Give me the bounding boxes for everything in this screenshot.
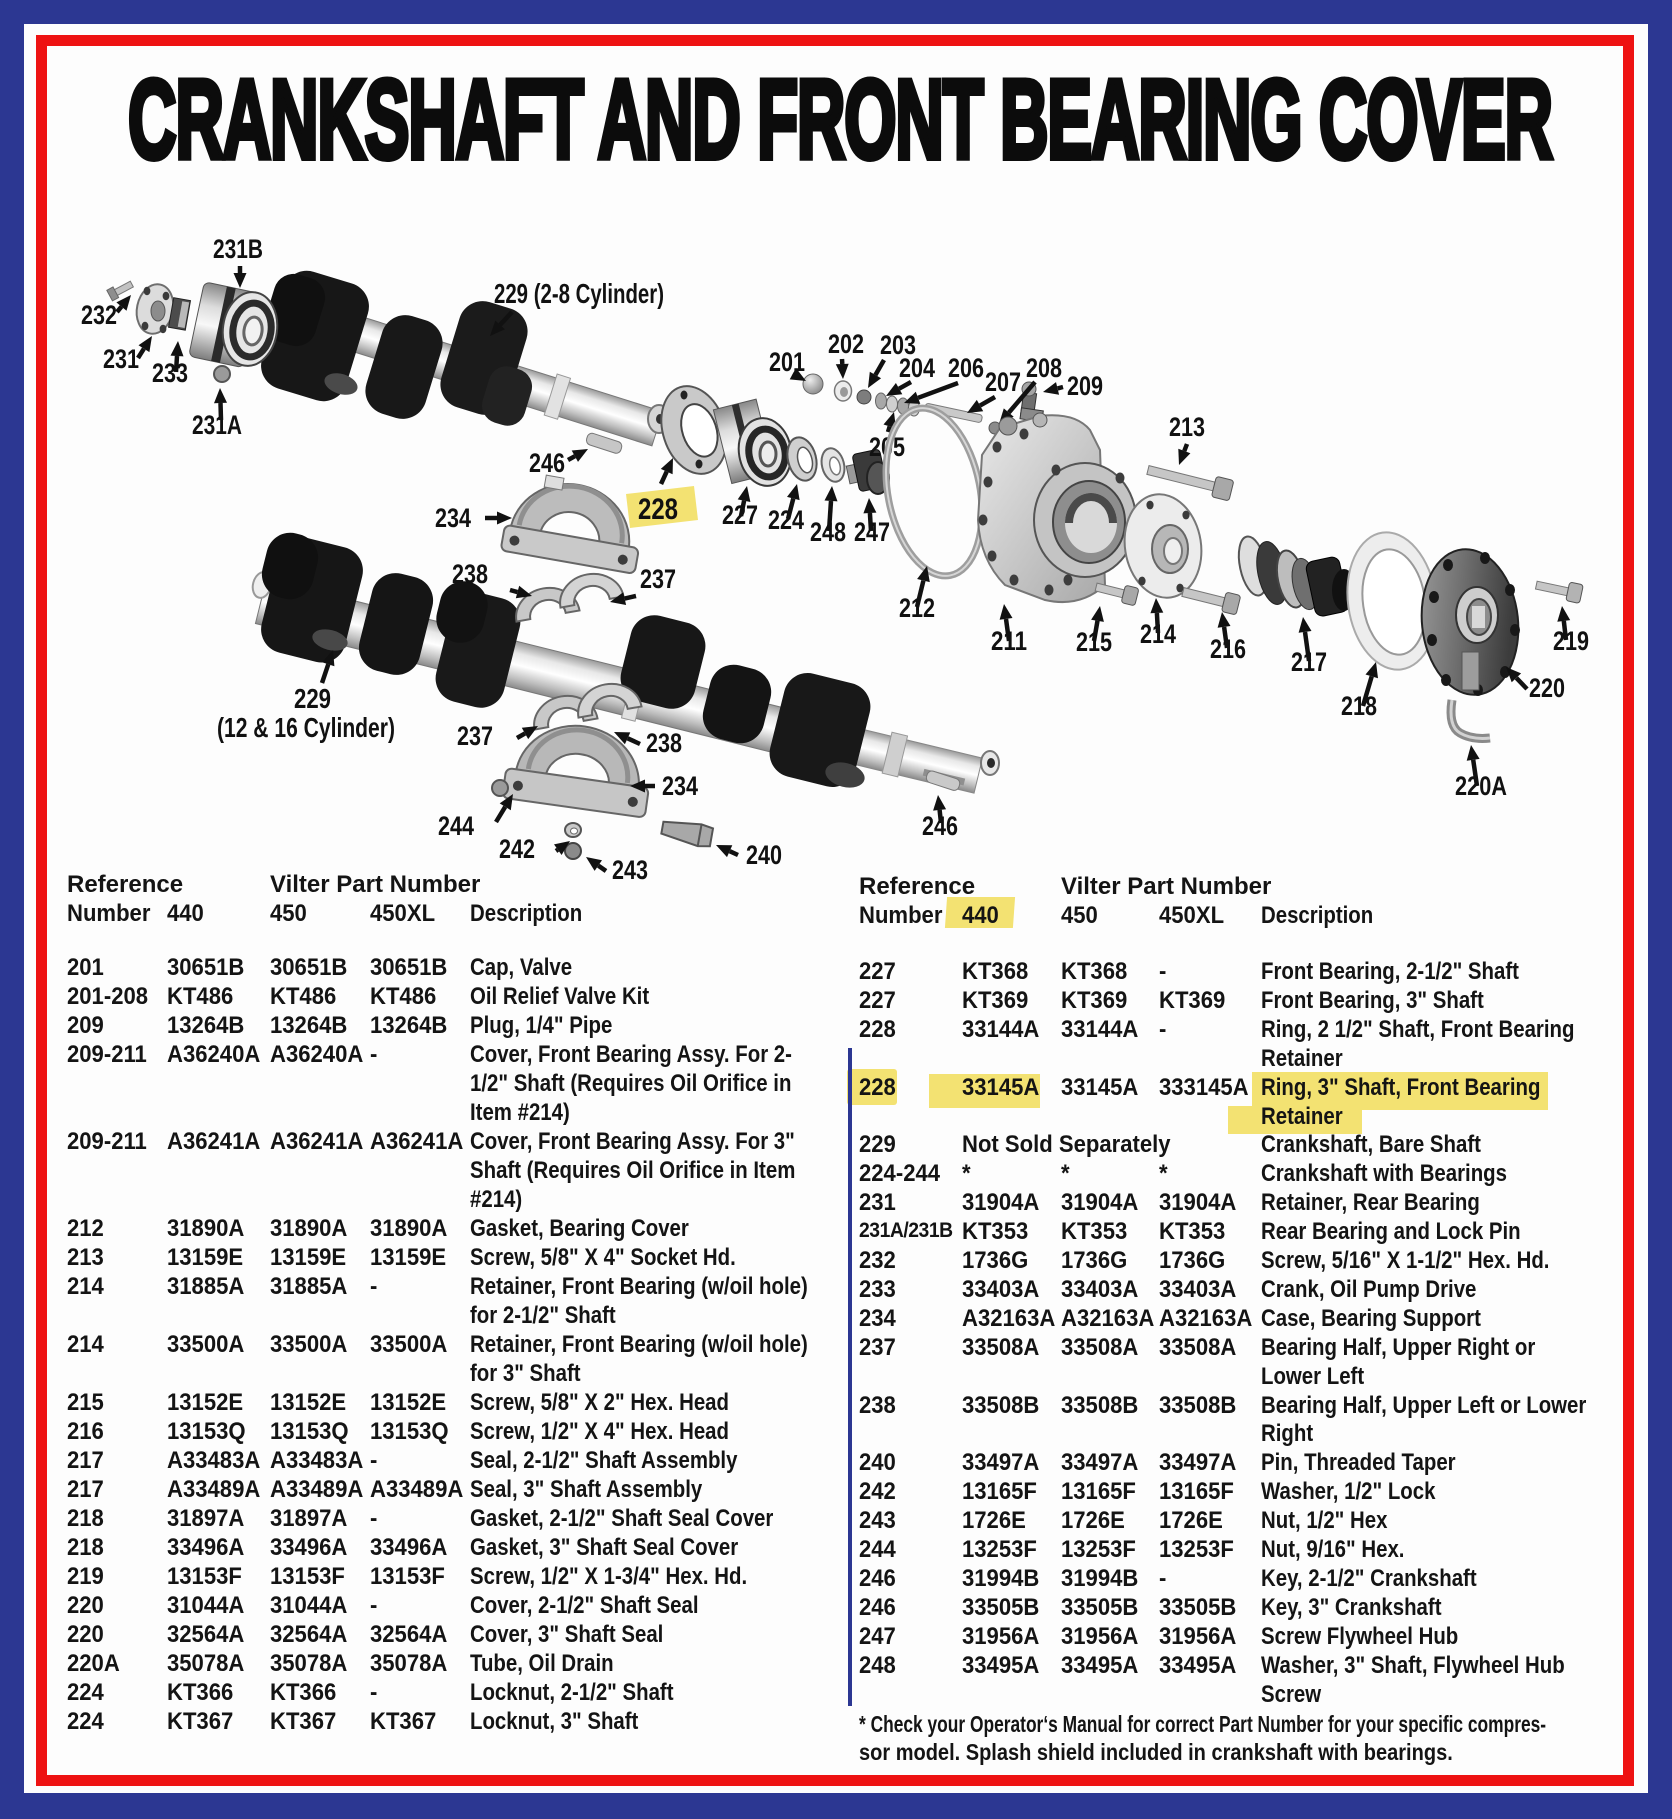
svg-text:203: 203 — [880, 330, 916, 360]
svg-text:240: 240 — [746, 840, 782, 870]
svg-text:229 (2-8 Cylinder): 229 (2-8 Cylinder) — [494, 278, 664, 309]
svg-text:204: 204 — [899, 353, 935, 383]
svg-text:220A: 220A — [1455, 771, 1507, 801]
svg-text:246: 246 — [529, 448, 565, 478]
svg-text:233: 233 — [152, 358, 188, 388]
svg-text:229: 229 — [294, 683, 331, 714]
svg-text:243: 243 — [612, 855, 648, 885]
svg-text:219: 219 — [1553, 626, 1589, 656]
svg-text:207: 207 — [985, 367, 1021, 397]
svg-text:201: 201 — [769, 347, 805, 377]
svg-text:216: 216 — [1210, 634, 1246, 664]
svg-text:231A: 231A — [192, 410, 242, 440]
svg-text:220: 220 — [1529, 673, 1565, 703]
svg-text:206: 206 — [948, 353, 984, 383]
svg-text:231B: 231B — [213, 234, 263, 264]
svg-text:237: 237 — [640, 564, 676, 594]
svg-text:228: 228 — [638, 493, 678, 526]
svg-text:237: 237 — [457, 721, 493, 751]
svg-text:(12 & 16 Cylinder): (12 & 16 Cylinder) — [217, 712, 395, 743]
svg-text:209: 209 — [1067, 371, 1103, 401]
svg-text:244: 244 — [438, 811, 474, 841]
svg-text:238: 238 — [452, 559, 488, 589]
svg-text:202: 202 — [828, 329, 864, 359]
svg-text:224: 224 — [768, 505, 804, 535]
svg-text:242: 242 — [499, 834, 535, 864]
svg-text:231: 231 — [103, 344, 139, 374]
svg-text:218: 218 — [1341, 691, 1377, 721]
svg-text:234: 234 — [435, 503, 471, 533]
svg-text:208: 208 — [1026, 353, 1062, 383]
svg-text:232: 232 — [81, 300, 117, 330]
svg-text:238: 238 — [646, 728, 682, 758]
svg-text:234: 234 — [662, 771, 698, 801]
svg-text:213: 213 — [1169, 412, 1205, 442]
